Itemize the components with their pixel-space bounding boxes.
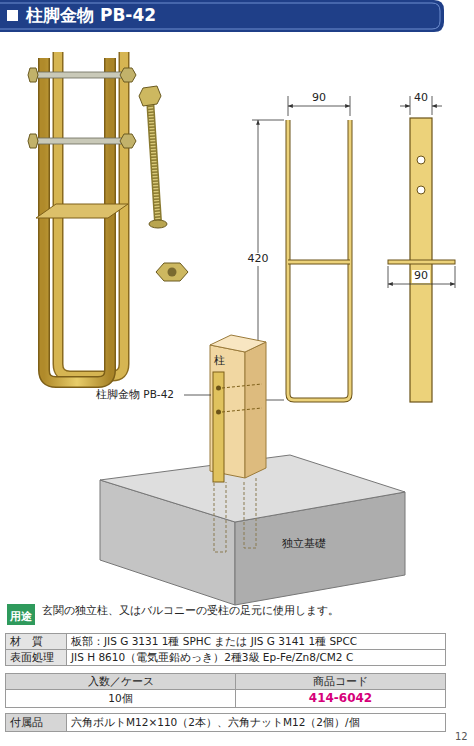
drawing-stroke	[28, 68, 38, 82]
drawing-stroke	[44, 58, 110, 382]
table-text: 材 質	[6, 636, 47, 648]
table-cell: 表面処理	[5, 649, 67, 666]
drawing-stroke	[30, 72, 134, 78]
table-text: 表面処理	[6, 652, 58, 664]
drawing-stroke	[388, 260, 455, 264]
drawing-stroke	[288, 120, 350, 400]
drawing-stroke	[417, 156, 425, 164]
table-cell: JIS H 8610（電気亜鉛めっき）2種3級 Ep-Fe/Zn8/CM2 C	[66, 649, 446, 666]
table-text: 付属品	[6, 717, 47, 729]
drawing-stroke	[432, 96, 433, 115]
drawing-stroke	[252, 120, 284, 121]
table-cell: 10個	[5, 689, 236, 708]
table-text: 六角ボルトM12×110（2本）、六角ナットM12（2個）/個	[67, 717, 364, 729]
drawing-stroke	[388, 284, 455, 285]
drawing-stroke	[410, 96, 411, 115]
drawing-stroke	[28, 134, 38, 148]
drawing-stroke	[214, 478, 256, 552]
part-name: 独立基礎	[282, 538, 326, 551]
drawing-stroke	[432, 106, 442, 107]
drawing-stroke	[222, 384, 262, 412]
table-text: 414-6042	[305, 692, 376, 705]
table-text: 10個	[104, 693, 136, 705]
drawing-stroke	[252, 96, 455, 400]
drawing-stroke	[288, 260, 350, 265]
drawing-stroke	[120, 134, 136, 148]
title-text: 柱脚金物 PB-42	[26, 6, 156, 26]
dimension: 40	[414, 92, 428, 105]
drawing-stroke	[150, 98, 158, 222]
drawing-stroke	[216, 386, 221, 391]
drawing-stroke	[120, 68, 136, 82]
table-cell: 414-6042	[235, 689, 446, 708]
table-cell: 六角ボルトM12×110（2本）、六角ナットM12（2個）/個	[66, 713, 446, 732]
drawing-stroke	[288, 106, 350, 107]
table-cell: 商品コード	[235, 673, 446, 690]
page-number: 12	[455, 731, 468, 743]
title-bar	[0, 0, 444, 32]
drawing-stroke	[288, 120, 350, 400]
drawing-stroke	[168, 268, 177, 277]
dimension: 90	[312, 92, 326, 105]
usage-tag: 用途	[7, 604, 35, 625]
drawing-stroke	[139, 86, 161, 106]
part-photo	[28, 52, 188, 382]
drawing-stroke	[455, 266, 456, 288]
drawing-stroke	[44, 58, 110, 382]
drawing-stroke	[30, 138, 134, 144]
drawing-stroke	[210, 335, 266, 352]
technical-drawing	[252, 96, 455, 402]
drawing-stroke	[417, 186, 425, 194]
table-cell: 付属品	[5, 713, 67, 732]
drawing-stroke	[7, 10, 18, 21]
part-name: 柱脚金物 PB-42	[96, 388, 174, 400]
drawing-stroke	[213, 372, 224, 482]
drawing-stroke	[388, 266, 389, 288]
dimension: 90	[412, 270, 430, 283]
table-cell: 入数／ケース	[5, 673, 236, 690]
drawing-stroke	[36, 204, 128, 218]
part-name: 柱	[214, 355, 225, 368]
drawing-stroke	[0, 0, 444, 32]
drawing-stroke	[156, 263, 188, 281]
drawing-stroke	[400, 106, 410, 107]
drawing-stroke	[216, 410, 221, 415]
table-cell: 板部：JIS G 3131 1種 SPHC または JIS G 3141 1種 …	[66, 633, 446, 650]
drawing-stroke	[222, 408, 262, 412]
tag-text: 用途	[10, 610, 32, 623]
drawing-stroke	[244, 478, 256, 548]
table-text: 入数／ケース	[84, 676, 158, 688]
drawing-stroke	[288, 261, 350, 264]
table-cell: 材 質	[5, 633, 67, 650]
drawing-stroke	[150, 98, 158, 222]
dimension: 420	[246, 253, 271, 266]
drawing-stroke	[245, 342, 266, 478]
drawing-stroke	[184, 395, 211, 396]
column	[184, 335, 266, 482]
foundation	[100, 455, 405, 605]
drawing-stroke	[222, 384, 262, 388]
table-text: JIS H 8610（電気亜鉛めっき）2種3級 Ep-Fe/Zn8/CM2 C	[67, 652, 357, 664]
usage-text: 玄関の独立柱、又はバルコニーの受柱の足元に使用します。	[42, 605, 339, 618]
table-text: 商品コード	[309, 676, 372, 688]
table-text: 板部：JIS G 3131 1種 SPHC または JIS G 3141 1種 …	[67, 636, 361, 648]
drawing-stroke	[149, 220, 167, 228]
drawing-stroke	[214, 478, 226, 552]
drawing-stroke	[0, 3, 440, 29]
